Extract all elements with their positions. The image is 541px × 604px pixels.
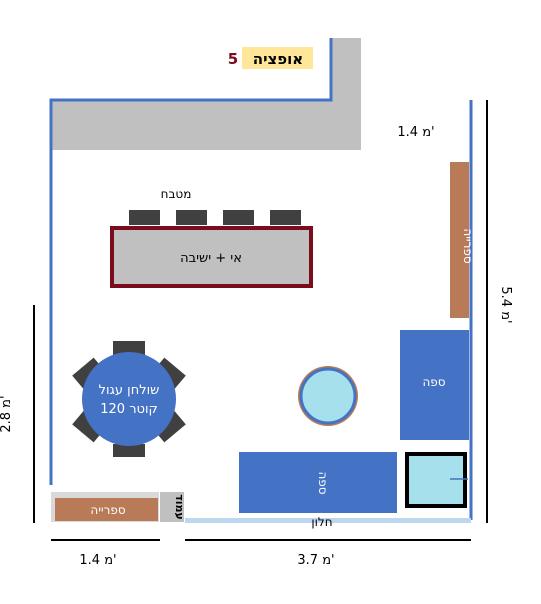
armchair-box <box>405 452 467 508</box>
bookshelf-bottom <box>55 498 158 521</box>
corridor-horizontal <box>52 100 361 150</box>
island-label: אי + ישיבה <box>180 251 242 266</box>
bar-stool <box>176 210 207 225</box>
dim-left: 2.8 מ' <box>0 395 14 432</box>
dim-top-right: 1.4 מ' <box>397 125 434 140</box>
window <box>185 518 471 523</box>
bookshelf-bottom-label: ספרייה <box>90 503 125 517</box>
dim-bottom-right: 3.7 מ' <box>297 553 334 568</box>
dining-table <box>82 352 176 446</box>
bar-stool <box>223 210 254 225</box>
wall-top <box>49 38 333 485</box>
coffee-table-top <box>299 367 357 425</box>
kitchen-label: מטבח <box>161 187 192 201</box>
title-box <box>242 47 313 69</box>
option-title: אופציה <box>253 50 303 68</box>
dim-right: 5.4 מ' <box>498 286 513 323</box>
dining-table-label-1: שולחן עגול <box>99 383 160 398</box>
column <box>160 492 184 522</box>
bar-stool <box>270 210 301 225</box>
bookshelf-right-label: ספרייה <box>461 228 475 263</box>
sofa-main-label: ספה <box>316 471 330 494</box>
column-label: עמוד <box>173 494 186 520</box>
bar-stool <box>129 210 160 225</box>
dining-table-label-2: קוטר 120 <box>100 402 158 417</box>
dining-chair <box>113 341 145 356</box>
sofa-main <box>239 452 397 513</box>
dim-bottom-left: 1.4 מ' <box>79 553 116 568</box>
option-number: 5 <box>228 50 238 68</box>
dining-chair <box>113 444 145 457</box>
window-label: חלון <box>311 515 332 529</box>
bookshelf-right <box>450 162 469 318</box>
kitchen-island <box>110 226 313 288</box>
sofa-side <box>400 330 469 440</box>
sofa-side-label: ספה <box>422 375 445 389</box>
